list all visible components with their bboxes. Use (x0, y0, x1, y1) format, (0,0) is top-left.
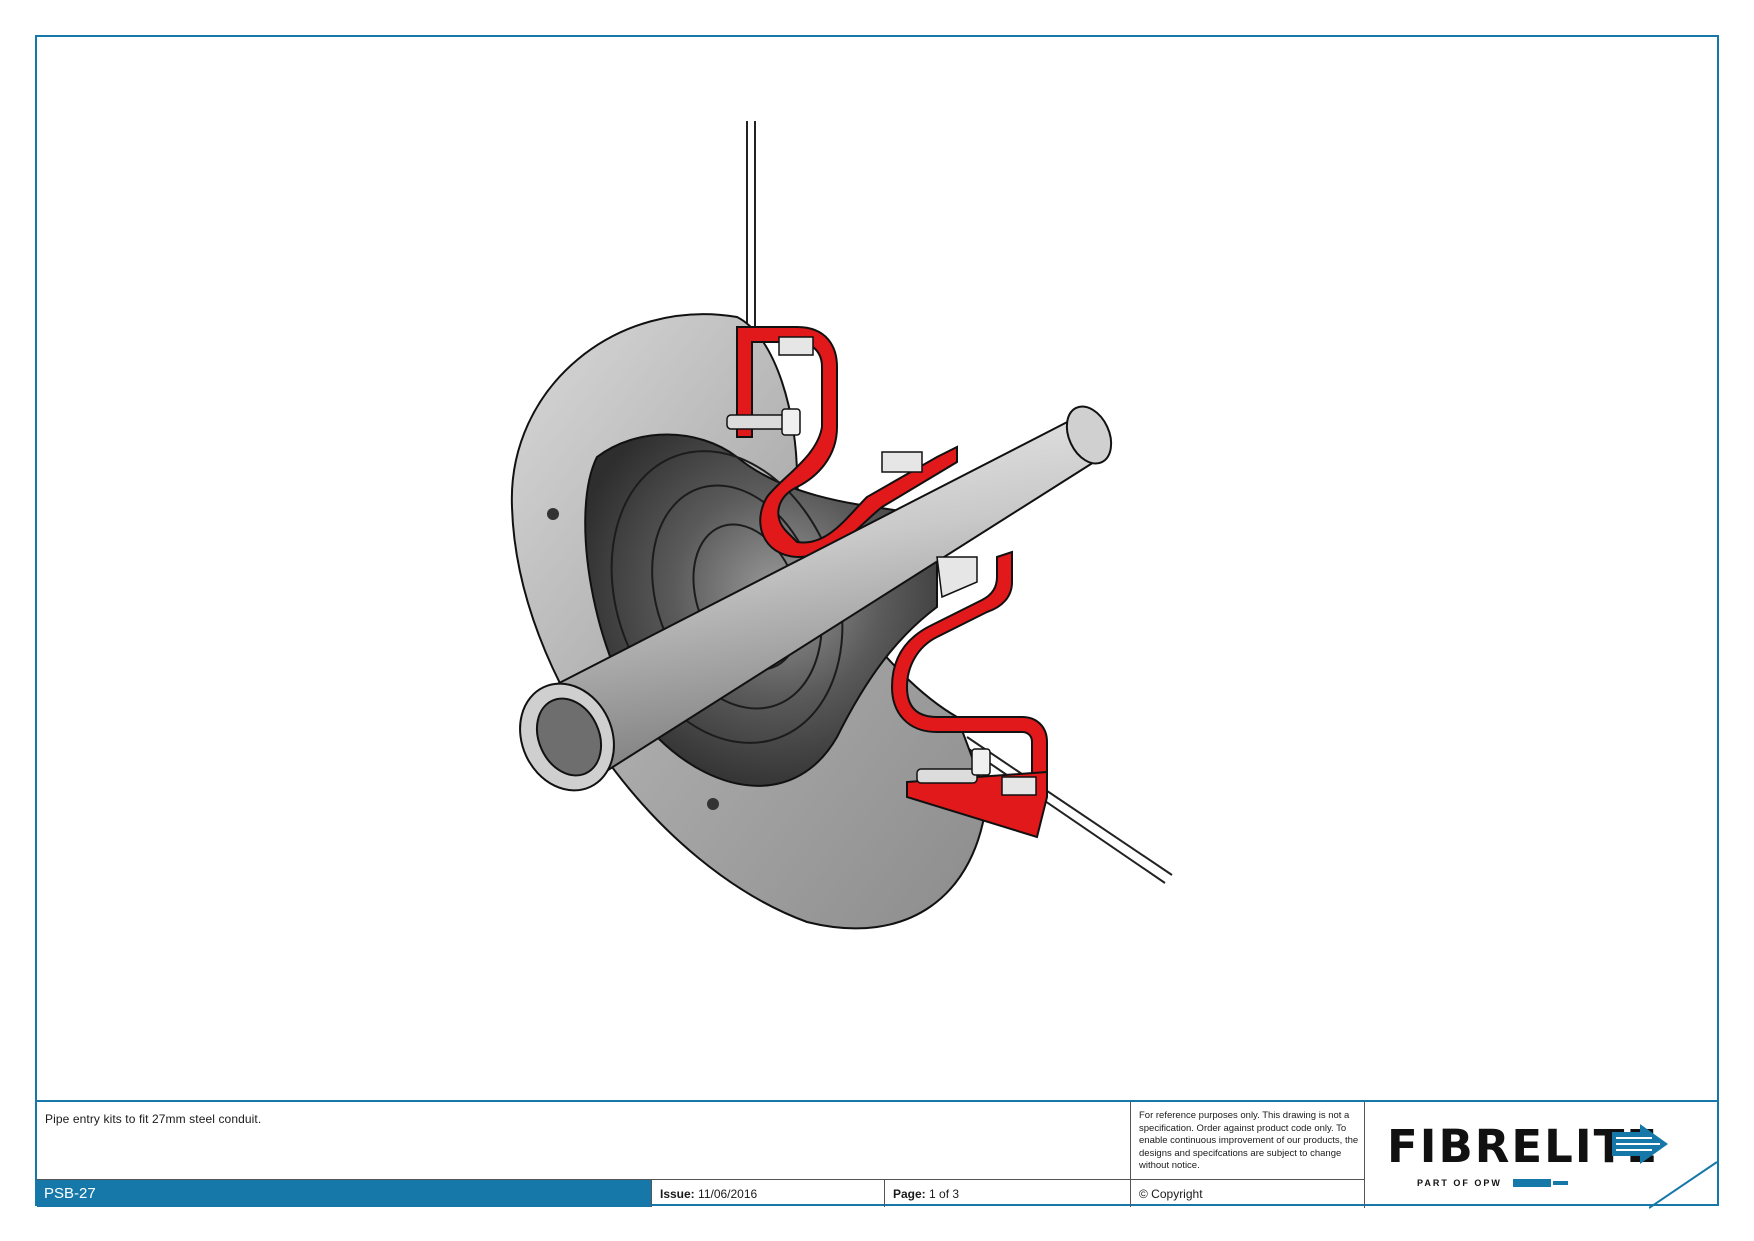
page-number: 1 of 3 (929, 1187, 960, 1201)
company-logo: FIBRELITE PART OF OPW (1364, 1102, 1718, 1208)
product-code: PSB-27 (44, 1185, 96, 1202)
title-block: Pipe entry kits to fit 27mm steel condui… (37, 1100, 1718, 1209)
logo-tagline: PART OF OPW (1417, 1178, 1502, 1188)
technical-drawing (37, 37, 1717, 1100)
title-block-corner (1649, 1161, 1718, 1209)
hose-clamp-lower (936, 556, 978, 599)
wall-line-lower-b (962, 744, 1166, 884)
parent-brand-icon (1513, 1179, 1568, 1187)
drawing-sheet: Pipe entry kits to fit 27mm steel condui… (35, 35, 1719, 1209)
copyright-cell: © Copyright (1130, 1180, 1365, 1207)
hose-clamp-upper (881, 451, 923, 473)
bolt-head-lower (971, 748, 991, 776)
flange-bolt-hole-lower (707, 798, 719, 810)
product-code-cell: PSB-27 (37, 1180, 651, 1207)
bolt-lower (916, 768, 978, 784)
issue-info: Issue: 11/06/2016 (660, 1187, 757, 1201)
copyright: © Copyright (1139, 1187, 1203, 1201)
bolt-head-upper (781, 408, 801, 436)
issue-date: 11/06/2016 (698, 1187, 758, 1201)
title-block-bottom-row: PSB-27 Issue: 11/06/2016 Page: 1 of 3 © … (37, 1179, 1364, 1207)
issue-label: Issue: (660, 1187, 695, 1201)
pipe-entry-illustration (510, 121, 1173, 930)
clamp-ring-lower (1001, 776, 1037, 796)
reference-notice: For reference purposes only. This drawin… (1139, 1110, 1359, 1171)
flange-bolt-hole-upper (547, 508, 559, 520)
bolt-upper (726, 414, 788, 430)
pipe-end-far (1065, 405, 1113, 465)
arrow-logo-icon (1612, 1124, 1668, 1164)
page-info: Page: 1 of 3 (893, 1187, 959, 1201)
notice-cell: For reference purposes only. This drawin… (1130, 1102, 1365, 1179)
clamp-ring-upper (778, 336, 814, 356)
issue-cell: Issue: 11/06/2016 (651, 1180, 885, 1207)
page-cell: Page: 1 of 3 (884, 1180, 1131, 1207)
wall-line-lower-a (966, 736, 1173, 876)
page-label: Page: (893, 1187, 926, 1201)
pipe-bore (535, 697, 603, 777)
drawing-description: Pipe entry kits to fit 27mm steel condui… (45, 1112, 262, 1126)
seal-upper-section (736, 326, 958, 559)
